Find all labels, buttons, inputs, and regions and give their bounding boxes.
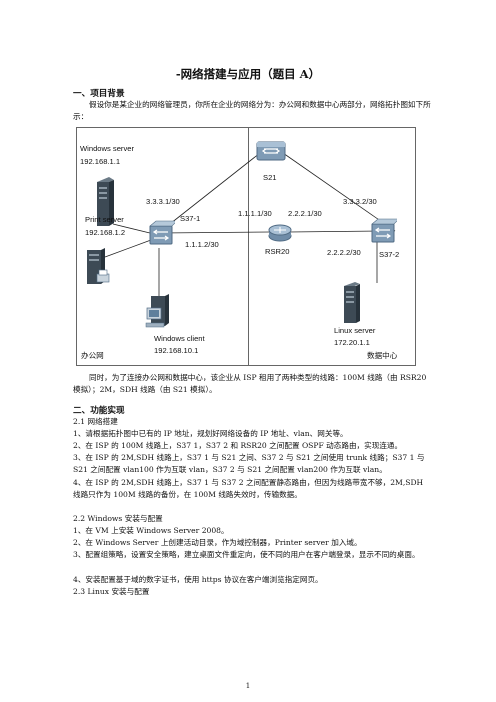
- page-number: 1: [245, 682, 251, 690]
- s37-1-label: S37-1: [180, 214, 201, 223]
- print-server-icon: [87, 248, 110, 284]
- windows-server-icon: [97, 177, 114, 226]
- network-task-2: 2、在 ISP 的 100M 线路上，S37 1，S37 2 和 RSR20 之…: [73, 441, 403, 450]
- print-server-name: Print server: [85, 215, 124, 224]
- linux-server-name: Linux server: [334, 326, 376, 335]
- print-server-ip: 192.168.1.2: [85, 228, 126, 237]
- windows-client-ip: 192.168.10.1: [154, 346, 199, 355]
- topology-links: [104, 152, 396, 296]
- s37-1-switch-icon: [149, 220, 175, 245]
- subsection-heading-network: 2.1 网络搭建: [73, 417, 118, 426]
- section-heading-background: 一、项目背景: [73, 89, 125, 99]
- link-s37-1-print-server: [104, 239, 152, 258]
- network-task-4: 4、在 ISP 的 2M,SDH 线路上，S37 1 与 S37 2 之间配置静…: [73, 478, 424, 500]
- link-s37-2-s21: [282, 152, 396, 232]
- network-task-1: 1、请根据拓扑图中已有的 IP 地址，规划好网络设备的 IP 地址、vlan、网…: [73, 429, 348, 438]
- s21-label: S21: [263, 173, 277, 182]
- link-label-2-2-2-1: 2.2.2.1/30: [288, 209, 322, 218]
- s21-switch-icon: [256, 141, 286, 161]
- zone-divider-line: [248, 128, 249, 365]
- s37-2-switch-icon: [371, 218, 397, 243]
- link-s37-1-s21: [160, 152, 261, 232]
- link-label-2-2-2-2: 2.2.2.2/30: [327, 248, 361, 257]
- windows-client-name: Windows client: [154, 334, 205, 343]
- link-label-3-3-3-2: 3.3.3.2/30: [343, 197, 377, 206]
- network-topology-diagram: S21 S37-1 S37-2 RSR20 Windows server 192…: [76, 127, 416, 366]
- link-label-1-1-1-2: 1.1.1.2/30: [185, 240, 219, 249]
- windows-task-4: 4、安装配置基于域的数字证书，使用 https 协议在客户端浏览指定网页。: [73, 575, 323, 584]
- link-label-3-3-3-1: 3.3.3.1/30: [146, 197, 180, 206]
- leased-lines-paragraph: 同时，为了连接办公网和数据中心，该企业从 ISP 租用了两种类型的线路：100M…: [73, 373, 427, 395]
- link-rsr20-s37-2: [288, 230, 382, 233]
- windows-task-1: 1、在 VM 上安装 Windows Server 2008。: [73, 526, 229, 535]
- windows-task-3: 3、配置组策略，设置安全策略，建立桌面文件重定向，使不同的用户在客户端登录，显示…: [73, 550, 420, 559]
- link-s37-1-rsr20: [160, 231, 271, 234]
- link-s37-1-windows-server: [112, 223, 155, 235]
- link-label-1-1-1-1: 1.1.1.1/30: [238, 209, 272, 218]
- windows-client-icon: [145, 294, 169, 328]
- s37-2-label: S37-2: [379, 250, 400, 259]
- rsr20-router-icon: [268, 224, 292, 242]
- windows-server-ip: 192.168.1.1: [80, 157, 121, 166]
- linux-server-ip: 172.20.1.1: [334, 338, 370, 347]
- rsr20-label: RSR20: [265, 247, 290, 256]
- background-paragraph: 假设你是某企业的网络管理员，你所在企业的网络分为：办公网和数据中心两部分，网络拓…: [73, 100, 431, 122]
- zone-label-datacenter: 数据中心: [367, 351, 398, 360]
- windows-task-2: 2、在 Windows Server 上创建活动目录，作为域控制器，Printe…: [73, 538, 362, 547]
- section-heading-functions: 二、功能实现: [73, 406, 125, 416]
- linux-server-icon: [344, 282, 360, 323]
- network-task-3: 3、在 ISP 的 2M,SDH 线路上，S37 1 与 S21 之间、S37 …: [73, 453, 425, 475]
- document-title: -网络搭建与应用（题目 A）: [175, 67, 321, 81]
- subsection-heading-linux: 2.3 Linux 安装与配置: [73, 587, 150, 596]
- windows-server-name: Windows server: [80, 144, 135, 153]
- subsection-heading-windows: 2.2 Windows 安装与配置: [73, 514, 163, 523]
- zone-label-office: 办公网: [81, 351, 104, 360]
